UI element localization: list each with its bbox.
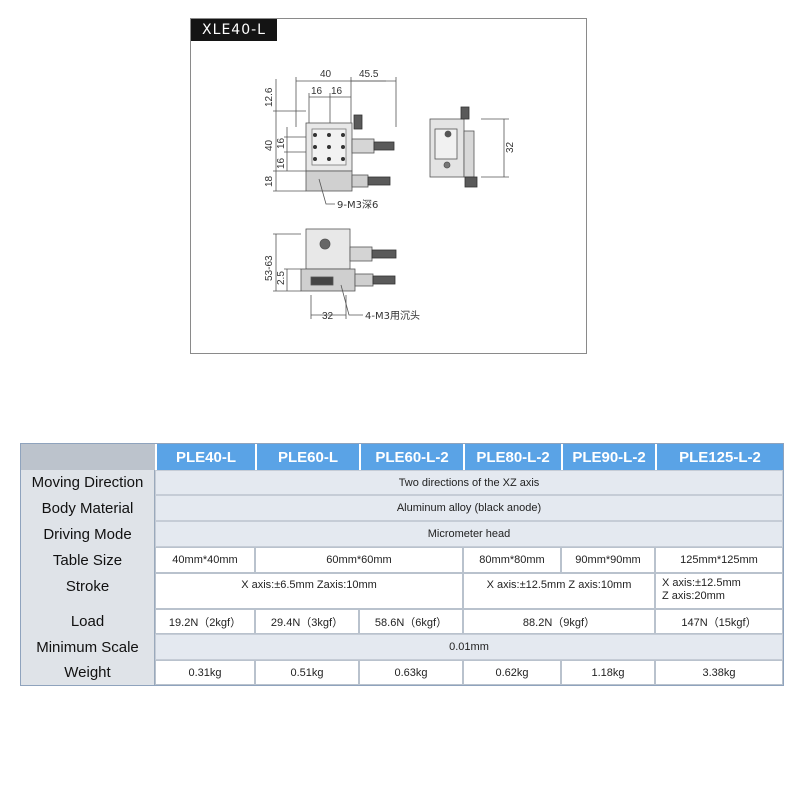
dim-side-height: 32	[505, 141, 516, 153]
spec-table: PLE40-L PLE60-L PLE60-L-2 PLE80-L-2 PLE9…	[20, 443, 784, 686]
value-driving-mode: Micrometer head	[155, 521, 783, 547]
row-body-material: Body Material Aluminum alloy (black anod…	[21, 495, 783, 521]
label-table-size: Table Size	[21, 547, 155, 573]
header-ple40-l: PLE40-L	[155, 444, 255, 470]
row-driving-mode: Driving Mode Micrometer head	[21, 521, 783, 547]
value-moving-direction: Two directions of the XZ axis	[155, 470, 783, 495]
side-view	[429, 106, 509, 188]
value-stroke-ple125-x: X axis:±12.5mm	[662, 577, 741, 589]
header-ple90-l-2: PLE90-L-2	[561, 444, 655, 470]
value-weight-ple60: 0.51kg	[255, 660, 359, 685]
label-driving-mode: Driving Mode	[21, 521, 155, 547]
value-weight-ple80: 0.62kg	[463, 660, 561, 685]
value-table-size-ple80: 80mm*80mm	[463, 547, 561, 573]
header-ple80-l-2: PLE80-L-2	[463, 444, 561, 470]
row-moving-direction: Moving Direction Two directions of the X…	[21, 470, 783, 495]
technical-drawing-panel: 40 45.5 16 16 12.6 40 16 16 18 9-M3深6 32…	[190, 18, 587, 354]
label-body-material: Body Material	[21, 495, 155, 521]
value-stroke-ple40-60: X axis:±6.5mm Zaxis:10mm	[155, 573, 463, 609]
dim-top-extend: 45.5	[359, 69, 379, 80]
value-table-size-ple90: 90mm*90mm	[561, 547, 655, 573]
row-stroke: Stroke X axis:±6.5mm Zaxis:10mm X axis:±…	[21, 573, 783, 609]
value-load-ple40: 19.2N（2kgf）	[155, 609, 255, 634]
value-load-ple80-90: 88.2N（9kgf）	[463, 609, 655, 634]
value-stroke-ple125: X axis:±12.5mm Z axis:20mm	[655, 573, 783, 609]
dim-left-pitch-b: 16	[276, 157, 287, 169]
value-load-ple60-2: 58.6N（6kgf）	[359, 609, 463, 634]
value-minimum-scale: 0.01mm	[155, 634, 783, 660]
row-minimum-scale: Minimum Scale 0.01mm	[21, 634, 783, 660]
label-minimum-scale: Minimum Scale	[21, 634, 155, 660]
dim-top-width: 40	[320, 69, 332, 80]
row-load: Load 19.2N（2kgf） 29.4N（3kgf） 58.6N（6kgf）…	[21, 609, 783, 634]
value-stroke-ple125-z: Z axis:20mm	[662, 590, 725, 602]
dim-front-range: 53-63	[264, 255, 275, 281]
value-weight-ple60-2: 0.63kg	[359, 660, 463, 685]
stage-drawing: 40 45.5 16 16 12.6 40 16 16 18 9-M3深6 32…	[264, 69, 516, 322]
header-row: PLE40-L PLE60-L PLE60-L-2 PLE80-L-2 PLE9…	[21, 444, 783, 470]
label-stroke: Stroke	[21, 573, 155, 609]
dim-left-top: 12.6	[264, 87, 275, 107]
label-load: Load	[21, 609, 155, 634]
header-corner	[21, 444, 155, 470]
hole-pattern	[313, 133, 345, 161]
dim-front-small: 2.5	[276, 271, 287, 285]
note-top-holes: 9-M3深6	[337, 199, 378, 211]
dim-pitch-a: 16	[311, 86, 323, 97]
value-weight-ple90: 1.18kg	[561, 660, 655, 685]
row-weight: Weight 0.31kg 0.51kg 0.63kg 0.62kg 1.18k…	[21, 660, 783, 685]
header-ple60-l-2: PLE60-L-2	[359, 444, 463, 470]
dim-left-bottom: 18	[264, 175, 275, 187]
dim-left-mid: 40	[264, 139, 275, 151]
value-table-size-ple60: 60mm*60mm	[255, 547, 463, 573]
value-weight-ple125: 3.38kg	[655, 660, 783, 685]
label-moving-direction: Moving Direction	[21, 470, 155, 495]
dim-left-pitch-a: 16	[276, 137, 287, 149]
value-stroke-ple80-90: X axis:±12.5mm Z axis:10mm	[463, 573, 655, 609]
value-table-size-ple40: 40mm*40mm	[155, 547, 255, 573]
value-load-ple125: 147N（15kgf）	[655, 609, 783, 634]
value-load-ple60: 29.4N（3kgf）	[255, 609, 359, 634]
dim-pitch-b: 16	[331, 86, 343, 97]
label-weight: Weight	[21, 660, 155, 685]
note-base-holes: 4-M3用沉头	[365, 309, 420, 322]
header-ple125-l-2: PLE125-L-2	[655, 444, 783, 470]
value-weight-ple40: 0.31kg	[155, 660, 255, 685]
row-table-size: Table Size 40mm*40mm 60mm*60mm 80mm*80mm…	[21, 547, 783, 573]
front-view	[273, 228, 397, 319]
model-tag: XLE40-L	[191, 19, 277, 41]
dim-front-base: 32	[322, 311, 334, 322]
header-ple60-l: PLE60-L	[255, 444, 359, 470]
value-body-material: Aluminum alloy (black anode)	[155, 495, 783, 521]
value-table-size-ple125: 125mm*125mm	[655, 547, 783, 573]
